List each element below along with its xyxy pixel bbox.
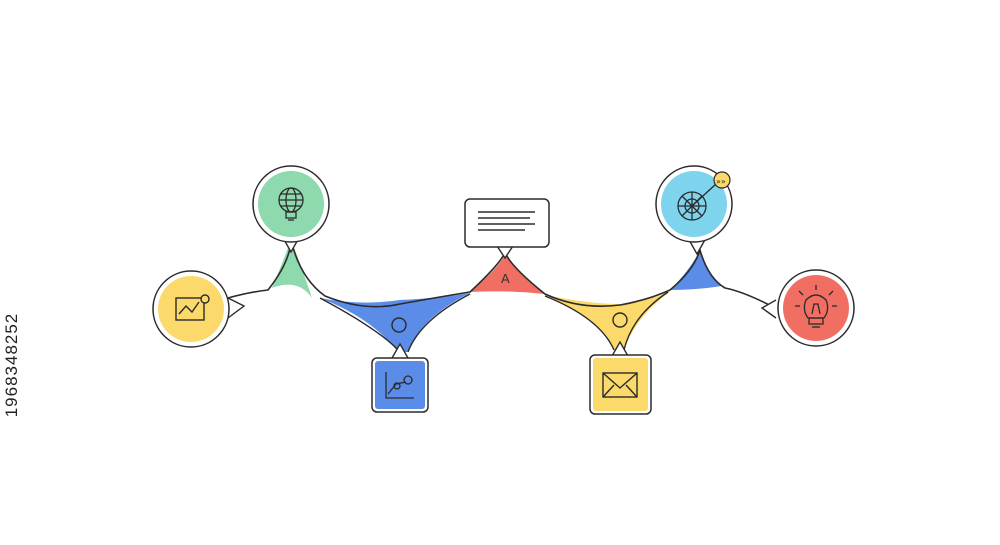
globe-lightbulb-icon <box>278 187 304 221</box>
connector-dot-blue <box>391 317 407 333</box>
svg-text:»»: »» <box>716 177 726 186</box>
lightbulb-icon <box>795 285 837 328</box>
connector-dot-yellow <box>612 312 628 328</box>
scatter-chart-icon <box>385 372 414 399</box>
text-lines-icon <box>478 211 535 231</box>
red-wedge <box>470 252 545 294</box>
text-card-node <box>464 198 550 260</box>
blue-wedge-left <box>320 293 470 352</box>
bar-chart-node <box>371 342 429 413</box>
line-chart-icon <box>175 294 210 321</box>
yellow-wedge <box>545 292 670 350</box>
target-arrow-icon <box>677 183 717 221</box>
flow-line-lower <box>319 291 669 353</box>
globe-bulb-node <box>252 165 330 254</box>
envelope-icon <box>602 372 638 398</box>
lightbulb-node <box>760 269 855 347</box>
target-node: »» <box>655 165 733 256</box>
mail-node <box>589 340 652 415</box>
blue-wedge-right <box>670 250 722 290</box>
connector-letter: A <box>501 271 510 286</box>
chart-node <box>152 270 246 348</box>
connector-wedges <box>272 240 722 352</box>
green-wedge <box>272 240 312 298</box>
arrow-badge <box>713 171 731 189</box>
